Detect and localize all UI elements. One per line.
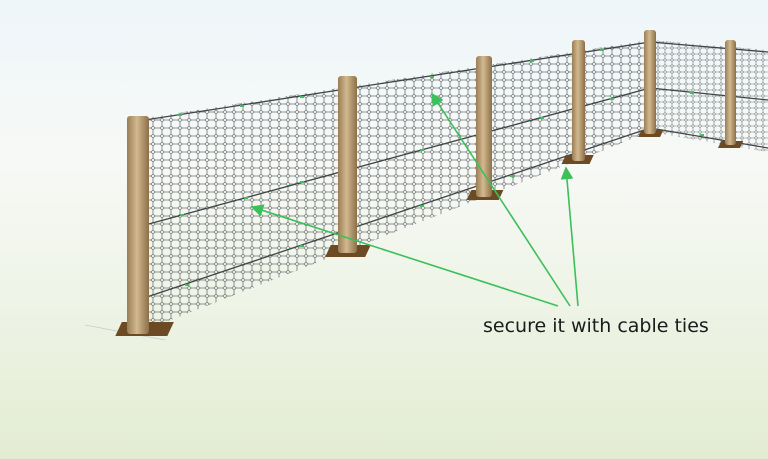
annotation-label: secure it with cable ties	[483, 315, 709, 337]
post-1	[115, 116, 174, 336]
arrow-3	[560, 166, 579, 307]
arrow-1	[250, 204, 559, 307]
post-5	[638, 30, 664, 137]
post-4	[561, 40, 594, 164]
fence-posts	[115, 30, 744, 336]
annotation-arrows	[250, 92, 579, 307]
cable-ties	[178, 49, 704, 286]
post-3	[466, 56, 504, 200]
chain-link-mesh-side	[650, 40, 768, 152]
arrow-2	[431, 92, 571, 307]
tension-wires	[131, 41, 768, 301]
post-6	[717, 40, 744, 148]
post-2	[325, 76, 371, 257]
